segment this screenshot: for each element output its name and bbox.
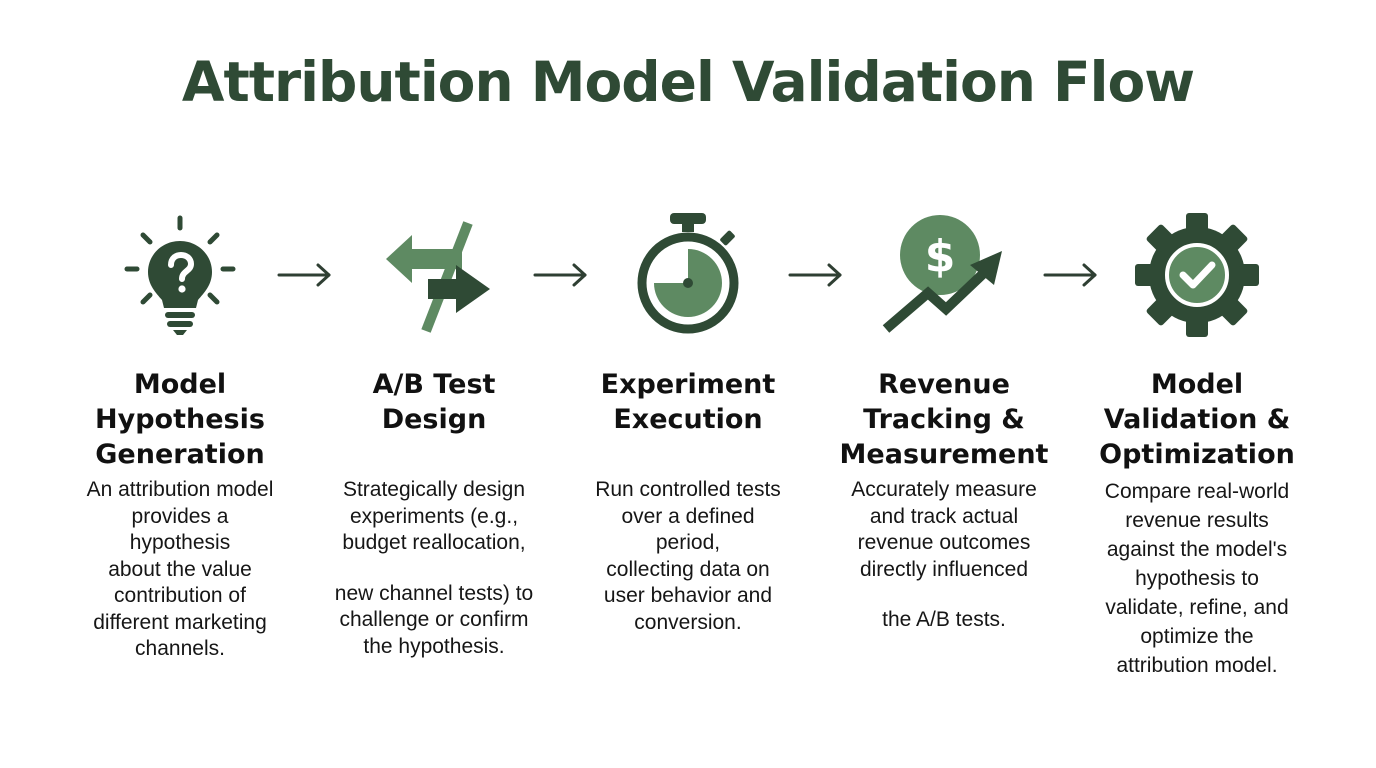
- step-description: Compare real-world revenue results again…: [1104, 480, 1290, 677]
- step-description: An attribution model provides a hypothes…: [86, 478, 274, 660]
- flow-arrow-icon: [788, 263, 842, 287]
- step-description: Accurately measure and track actual reve…: [851, 478, 1037, 631]
- step-experiment-execution: Experiment Execution Run controlled test…: [563, 205, 813, 636]
- step-title: A/B Test Design: [372, 369, 496, 435]
- step-title: Revenue Tracking & Measurement: [839, 369, 1049, 470]
- lightbulb-question-icon: [124, 215, 236, 335]
- step-title: Experiment Execution: [600, 369, 776, 435]
- ab-test-arrows-icon: [386, 221, 490, 333]
- step-revenue-tracking: $ Revenue Tracking & Measurement Accurat…: [819, 205, 1069, 634]
- step-hypothesis-generation: Model Hypothesis Generation An attributi…: [55, 205, 305, 663]
- gear-check-icon: [1135, 213, 1259, 337]
- step-description: Run controlled tests over a defined peri…: [595, 478, 781, 634]
- flow-arrow-icon: [533, 263, 587, 287]
- step-title: Model Hypothesis Generation: [95, 369, 265, 470]
- flow-arrow-icon: [277, 263, 331, 287]
- step-model-validation: Model Validation & Optimization Compare …: [1072, 205, 1322, 680]
- flow-arrow-icon: [1043, 263, 1097, 287]
- step-description: Strategically design experiments (e.g., …: [334, 478, 534, 658]
- step-title: Model Validation & Optimization: [1099, 369, 1295, 470]
- stopwatch-icon: [637, 213, 739, 334]
- step-ab-test-design: A/B Test Design Strategically design exp…: [309, 205, 559, 660]
- page-title: Attribution Model Validation Flow: [181, 50, 1195, 114]
- svg-text:$: $: [925, 231, 956, 282]
- revenue-growth-icon: $: [882, 215, 1002, 333]
